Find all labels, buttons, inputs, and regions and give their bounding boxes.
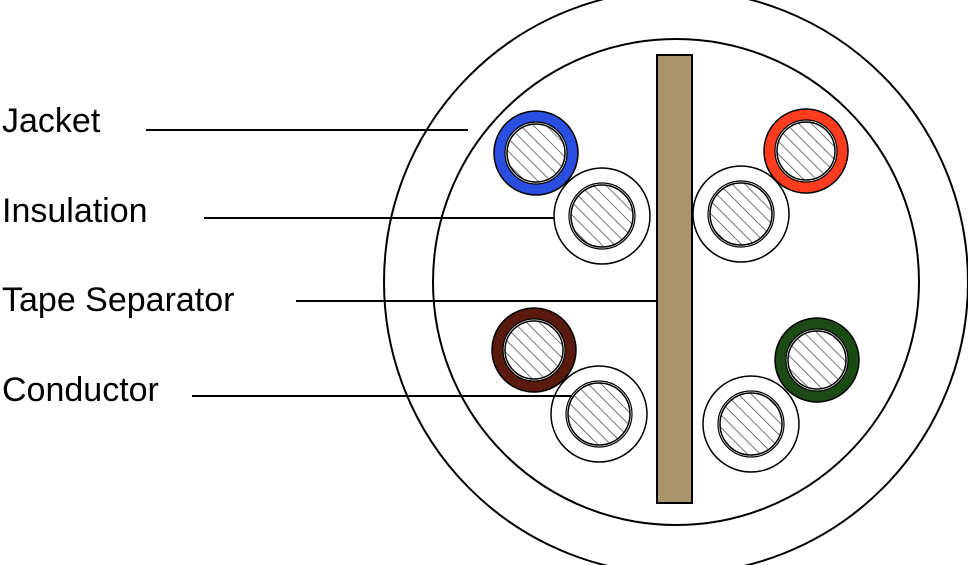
- conductor-core: [504, 320, 564, 380]
- tape-separator: [656, 54, 693, 504]
- conductor-core: [776, 121, 836, 181]
- conductor-core: [570, 184, 634, 248]
- conductor-core: [709, 182, 773, 246]
- wire-white-blue: [553, 167, 651, 265]
- conductor-core: [787, 330, 847, 390]
- conductor-core: [567, 382, 631, 446]
- wire-green: [774, 317, 860, 403]
- label-conductor: Conductor: [2, 371, 159, 409]
- wire-white-brown: [550, 365, 648, 463]
- wire-orange: [763, 108, 849, 194]
- wire-blue: [493, 110, 579, 196]
- wire-brown: [491, 307, 577, 393]
- label-jacket: Jacket: [2, 102, 101, 140]
- label-insulation: Insulation: [2, 192, 148, 230]
- wire-white-orange: [692, 165, 790, 263]
- wire-white-green: [702, 375, 800, 473]
- label-tape-separator: Tape Separator: [2, 281, 235, 319]
- conductor-core: [719, 392, 783, 456]
- conductor-core: [506, 123, 566, 183]
